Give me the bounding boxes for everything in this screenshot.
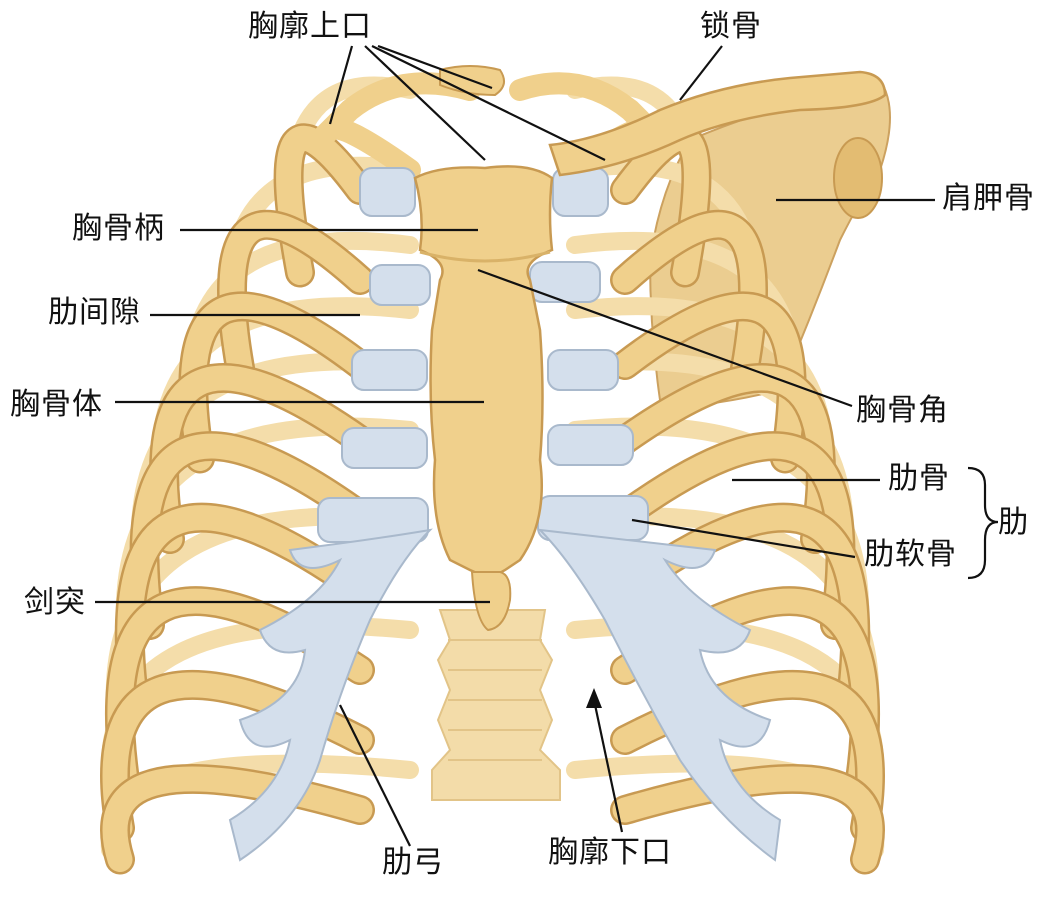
leader-superior-aperture-3 [372, 46, 605, 160]
costal-cartilage-segment [352, 350, 427, 390]
glenoid-shape [834, 138, 882, 218]
label-inferior-aperture: 胸廓下口 [548, 838, 672, 868]
arrowhead-inferior-aperture [586, 688, 602, 708]
label-rib: 肋 [998, 508, 1029, 538]
label-sternal-body: 胸骨体 [10, 390, 103, 420]
vertebral-column [432, 610, 560, 800]
sternum-body-shape [415, 166, 552, 575]
label-clavicle: 锁骨 [700, 12, 762, 42]
costal-cartilage-segment [548, 425, 633, 465]
costal-cartilage-segment [360, 168, 415, 216]
label-scapula: 肩胛骨 [942, 184, 1035, 214]
label-manubrium: 胸骨柄 [72, 214, 165, 244]
label-costal-arch: 肋弓 [382, 848, 444, 878]
label-xiphoid: 剑突 [24, 588, 86, 618]
label-costal-cartilage: 肋软骨 [864, 540, 957, 570]
costal-cartilage-segment [548, 350, 618, 390]
sternum-shape [415, 166, 552, 630]
rib-group-brace [968, 468, 998, 578]
costal-cartilage-segment [530, 262, 600, 302]
costal-cartilage-segment [342, 428, 427, 468]
label-sternal-angle: 胸骨角 [856, 396, 949, 426]
label-superior-aperture: 胸廓上口 [248, 12, 372, 42]
label-intercostal-space: 肋间隙 [48, 298, 141, 328]
costal-cartilage-segment [370, 265, 430, 305]
vertebra-shape [432, 610, 560, 800]
label-rib-bone: 肋骨 [888, 464, 950, 494]
